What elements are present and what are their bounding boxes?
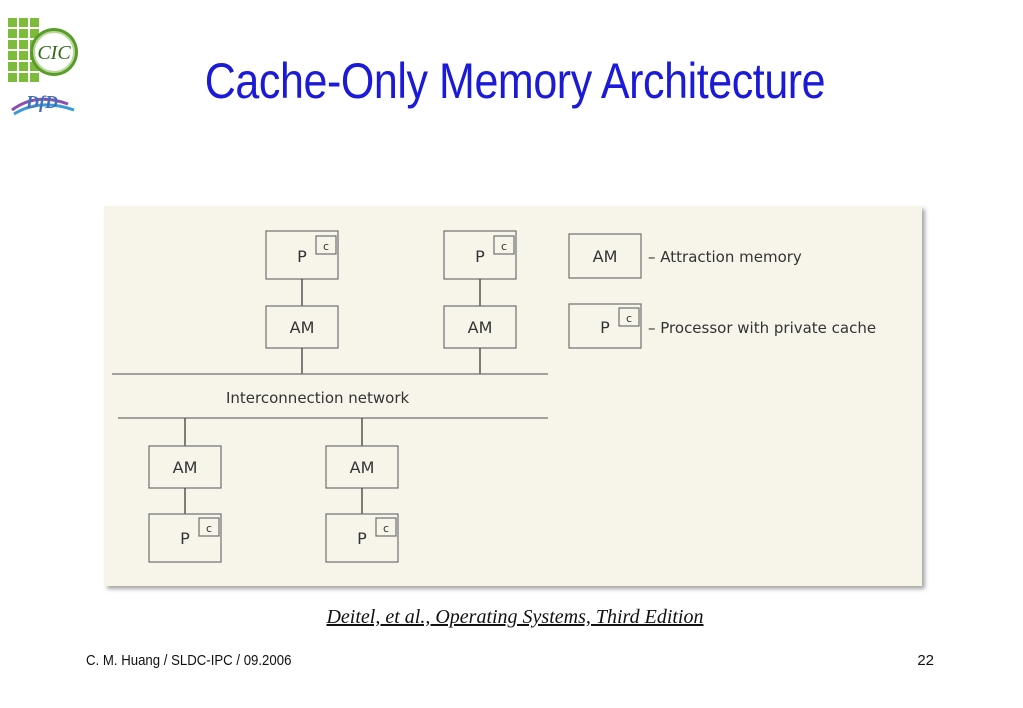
cache-label: c [206, 522, 212, 535]
legend-attraction-memory: AM – Attraction memory [568, 233, 802, 279]
memory-node-top-left: AM [265, 305, 339, 349]
memory-node-bottom-left: AM [148, 445, 222, 489]
processor-node-bottom-left: P c [148, 513, 222, 563]
memory-label: AM [173, 458, 198, 477]
logo-subtext: DfD [25, 92, 58, 112]
legend-description: – Processor with private cache [648, 319, 876, 337]
processor-label: P [475, 247, 485, 266]
cache-label: c [383, 522, 389, 535]
logo-text: CIC [37, 42, 71, 64]
slide-title: Cache-Only Memory Architecture [204, 53, 826, 109]
processor-node-top-left: P c [265, 230, 339, 280]
processor-label: P [357, 529, 367, 548]
legend-processor: P c – Processor with private cache [568, 303, 876, 349]
memory-node-bottom-right: AM [325, 445, 399, 489]
footer-author: C. M. Huang / SLDC-IPC / 09.2006 [86, 652, 292, 669]
coma-diagram: P c AM P c AM Interconnection network [104, 206, 922, 586]
network-label: Interconnection network [226, 389, 410, 407]
page-number: 22 [917, 652, 934, 669]
processor-label: P [180, 529, 190, 548]
legend-symbol: P [600, 318, 610, 337]
processor-node-bottom-right: P c [325, 513, 399, 563]
legend-description: – Attraction memory [648, 248, 802, 266]
processor-node-top-right: P c [443, 230, 517, 280]
processor-label: P [297, 247, 307, 266]
memory-label: AM [468, 318, 493, 337]
cic-logo: CIC DfD [6, 14, 82, 118]
legend-symbol: AM [593, 247, 618, 266]
memory-node-top-right: AM [443, 305, 517, 349]
citation: Deitel, et al., Operating Systems, Third… [326, 606, 704, 628]
cache-label: c [323, 240, 329, 253]
cache-label: c [626, 312, 632, 325]
memory-label: AM [350, 458, 375, 477]
cache-label: c [501, 240, 507, 253]
memory-label: AM [290, 318, 315, 337]
